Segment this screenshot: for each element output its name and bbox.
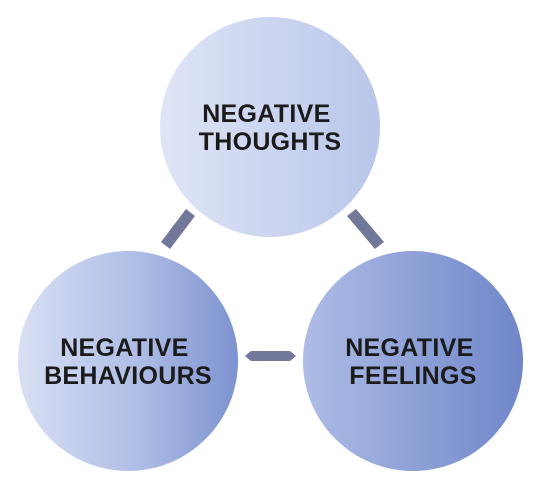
thoughts-label-line2: THOUGHTS <box>199 128 342 156</box>
node-negative-thoughts: NEGATIVE THOUGHTS <box>160 17 380 237</box>
svg-text:NEGATIVE FEELINGS: NEGATIVE FEELINGS <box>345 334 481 390</box>
connector-thoughts-behaviours <box>161 209 195 249</box>
connector-thoughts-feelings <box>347 209 384 249</box>
feelings-label-line2: FEELINGS <box>349 362 476 390</box>
node-negative-feelings: NEGATIVE FEELINGS <box>303 251 523 471</box>
node-negative-behaviours: NEGATIVE BEHAVIOURS <box>18 251 238 471</box>
behaviours-label-line1: NEGATIVE <box>60 334 188 362</box>
connector-behaviours-feelings <box>245 351 296 361</box>
behaviours-label-line2: BEHAVIOURS <box>44 362 212 390</box>
thoughts-label-line1: NEGATIVE <box>202 100 330 128</box>
feelings-label-line1: NEGATIVE <box>345 334 473 362</box>
node-circle-behaviours <box>18 251 238 471</box>
svg-text:NEGATIVE BEHAVIOURS: NEGATIVE BEHAVIOURS <box>44 334 212 390</box>
svg-text:NEGATIVE THOUGHTS: NEGATIVE THOUGHTS <box>199 100 342 156</box>
node-circle-feelings <box>303 251 523 471</box>
node-circle-thoughts <box>160 17 380 237</box>
